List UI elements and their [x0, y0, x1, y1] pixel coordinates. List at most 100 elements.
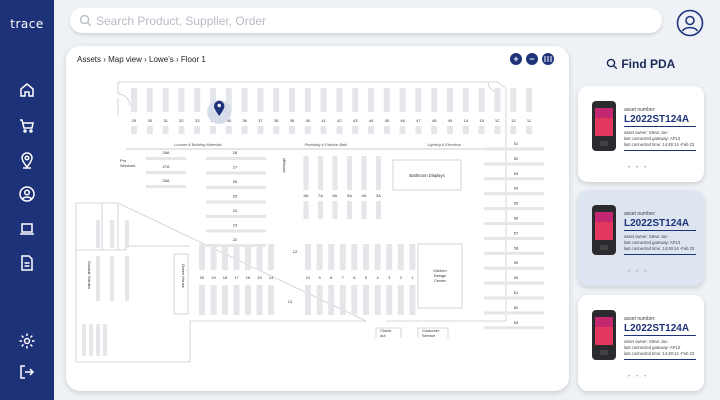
aisle-rack [376, 156, 381, 190]
aisle-label: 44 [369, 118, 374, 123]
aisle-label: 8 [330, 275, 333, 280]
sidebar: trace [0, 0, 54, 400]
aisle-rack [374, 244, 381, 270]
document-icon[interactable] [17, 253, 37, 273]
aisle-rack [351, 244, 358, 270]
garden-rack [82, 324, 86, 356]
aisle-label: 30 [148, 118, 153, 123]
area-label: Services [120, 163, 135, 168]
aisle-label: 49 [448, 118, 453, 123]
aisle-rack [305, 244, 311, 270]
garden-rack [96, 256, 100, 301]
aisle-rack [399, 126, 406, 134]
garden-rack [110, 256, 114, 301]
find-pda-title: Find PDA [606, 57, 675, 71]
aisle-label: 17 [234, 275, 239, 280]
aisle-rack [484, 222, 544, 225]
area-label: out [380, 333, 386, 338]
area-label: Design [434, 273, 446, 278]
aisle-label: 36 [242, 118, 247, 123]
logout-icon[interactable] [17, 362, 37, 382]
aisle-label: 4A [362, 193, 367, 198]
section-label: Lumber & Building Materials [174, 143, 222, 147]
aisle-rack [305, 285, 311, 315]
aisle-rack [210, 244, 217, 270]
aisle-rack [303, 201, 309, 219]
pagination-dots[interactable]: ••• [628, 374, 653, 380]
brand-logo: trace [10, 17, 44, 31]
aisle-label: 22 [233, 237, 238, 242]
aisle-rack [363, 285, 369, 315]
aisle-label: 11 [527, 118, 532, 123]
aisle-label: 24 [233, 208, 238, 213]
aisle-rack [336, 88, 343, 112]
aisle-rack [146, 185, 186, 188]
aisle-label: 48 [432, 118, 437, 123]
aisle-label: 14 [464, 118, 469, 123]
aisle-rack [241, 126, 248, 134]
area-label: Pro [120, 158, 127, 163]
search-input[interactable] [96, 10, 646, 31]
aisle-rack [478, 126, 485, 134]
aisle-rack [146, 88, 153, 112]
aisle-label: 25 [233, 194, 238, 199]
aisle-label: 10 [306, 275, 311, 280]
aisle-label: 42 [337, 118, 342, 123]
pin-dot [217, 103, 221, 108]
gear-icon[interactable] [17, 331, 37, 351]
asset-owner: asset owner: Steve Jun [624, 339, 668, 344]
aisle-rack [241, 88, 248, 112]
aisle-label: 47 [416, 118, 421, 123]
bathroom-displays-area [392, 159, 462, 191]
aisle-label: 26 [233, 179, 238, 184]
aisle-rack [131, 126, 137, 134]
map-view-button[interactable] [542, 53, 554, 65]
aisle-rack [510, 88, 517, 112]
pagination-dots[interactable]: ••• [628, 165, 653, 171]
aisle-rack [206, 171, 266, 175]
aisle-label: 14 [269, 275, 274, 280]
aisle-label: 15 [257, 275, 262, 280]
aisle-rack [409, 244, 416, 270]
home-icon[interactable] [17, 80, 37, 100]
aisle-rack [347, 156, 352, 190]
aisle-rack [162, 126, 169, 134]
aisle-rack [318, 201, 323, 219]
aisle-label: 45 [385, 118, 390, 123]
aisle-label: 2 [400, 275, 403, 280]
aisle-rack [347, 201, 352, 219]
aisle-rack [303, 156, 309, 190]
devices-icon[interactable] [17, 219, 37, 239]
asset-owner: asset owner: Steve Jun [624, 234, 668, 239]
aisle-rack [178, 88, 185, 112]
pda-device-icon [592, 310, 616, 360]
location-icon[interactable] [17, 150, 37, 170]
last-gateway: last connected gateway: AP13 [624, 345, 681, 350]
aisle-rack [256, 244, 263, 270]
search-bar [70, 8, 662, 33]
aisle-label: 40 [306, 118, 311, 123]
pagination-dots[interactable]: ••• [628, 269, 653, 275]
aisle-rack [146, 157, 186, 160]
aisle-label: 46 [400, 118, 405, 123]
avatar-icon[interactable] [676, 9, 704, 37]
area-label: Millwork [282, 158, 287, 172]
aisle-rack [484, 162, 544, 166]
aisle-label: 3A [376, 193, 381, 198]
floor-map[interactable]: 2930313233343536373839404142434445464748… [66, 46, 569, 391]
zoom-in-button[interactable]: + [510, 53, 522, 65]
user-icon[interactable] [17, 184, 37, 204]
aisle-rack [484, 147, 544, 151]
zoom-out-button[interactable]: − [526, 53, 538, 65]
divider [624, 335, 696, 336]
cart-icon[interactable] [17, 115, 37, 135]
aisle-rack [484, 177, 544, 181]
aisle-rack [257, 126, 264, 134]
aisle-label: 19 [211, 275, 216, 280]
aisle-rack [383, 88, 390, 112]
area-label: Check [380, 328, 391, 333]
search-icon [606, 58, 618, 70]
